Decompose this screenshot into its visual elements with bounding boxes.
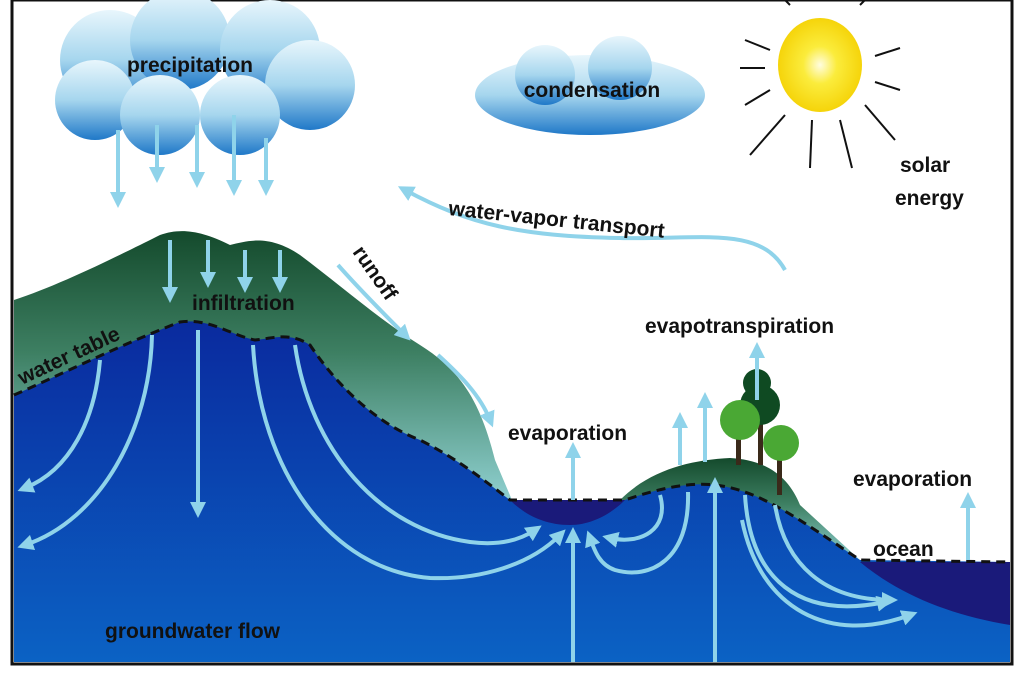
gw-arrow [743, 494, 893, 612]
runoff-arrow [436, 353, 495, 428]
solar-label: solar [900, 154, 950, 177]
gw-arrow [17, 359, 102, 493]
energy-label: energy [895, 187, 964, 210]
gw-arrow [585, 491, 691, 575]
lake [510, 500, 625, 525]
condensation-cloud-icon [475, 36, 705, 135]
evaporation-lake-label: evaporation [508, 422, 627, 445]
runoff-arrow [336, 263, 411, 341]
gw-arrow [773, 504, 898, 608]
flow-arrows [17, 115, 976, 662]
evaporation-ocean-label: evaporation [853, 468, 972, 491]
gw-arrow [251, 344, 566, 581]
precipitation-label: precipitation [127, 54, 253, 77]
evapotranspiration-label: evapotranspiration [645, 315, 834, 338]
precipitation-cloud-icon [55, 0, 355, 155]
ocean [860, 562, 1010, 625]
gw-arrow [740, 519, 918, 628]
gw-arrow [17, 334, 154, 551]
ocean-label: ocean [873, 538, 934, 561]
water-table-line [13, 319, 1011, 564]
gw-arrow [602, 494, 664, 548]
infiltration-label: infiltration [192, 292, 295, 315]
sun-icon [740, 0, 901, 169]
groundwater-flow-label: groundwater flow [105, 620, 281, 643]
gw-arrow [293, 344, 542, 546]
vapor-transport-arrow [397, 186, 787, 271]
condensation-label: condensation [524, 79, 661, 102]
